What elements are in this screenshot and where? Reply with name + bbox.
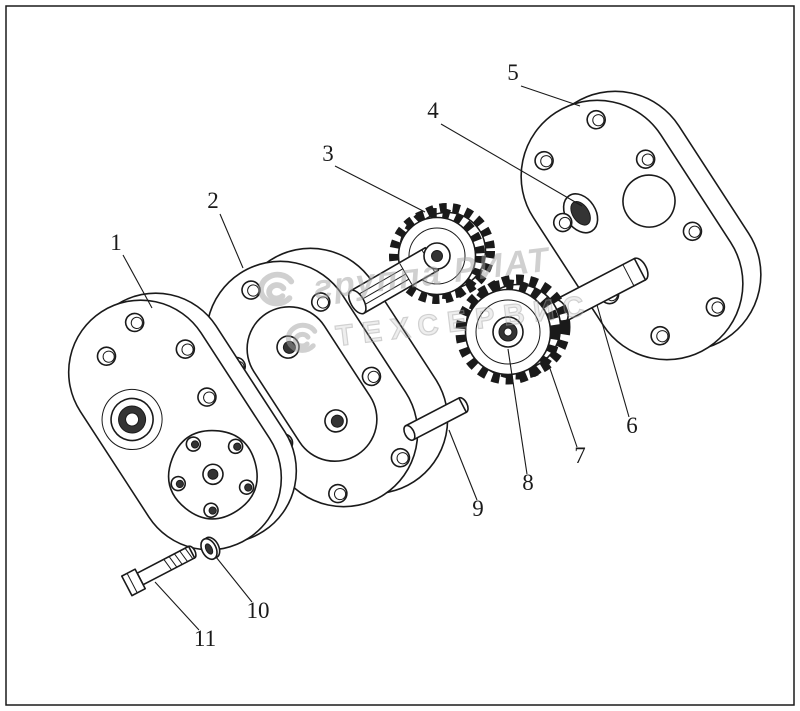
bolt-hex-head [120,568,147,597]
leader-line-5 [520,85,581,107]
leader-line-4 [440,123,583,207]
callout-6: 6 [626,413,638,438]
part-5-rear-cover-plate [520,90,762,361]
callout-8: 8 [522,470,534,495]
callout-7: 7 [574,443,586,468]
leader-line-1 [122,254,153,309]
part-3-drive-gear [347,203,495,315]
leader-lines [122,85,630,631]
leader-line-6 [596,304,630,418]
callout-3: 3 [322,141,334,166]
leader-line-11 [154,581,200,631]
rear-cover-front-face [520,99,744,361]
leader-line-8 [507,348,528,475]
leader-line-2 [219,213,244,269]
part-2-pump-body [205,247,449,508]
part-1-front-cover-plate [67,292,298,551]
part-7-driven-gear [455,274,571,385]
callout-4: 4 [427,98,439,123]
gear-teeth [455,279,561,385]
part-10-washer [200,536,221,561]
leader-line-9 [448,429,478,501]
leader-line-10 [215,556,253,603]
gear-teeth [389,208,485,304]
bolt-shank [136,545,196,586]
border-frame [5,5,795,706]
callout-5: 5 [507,60,519,85]
part-9-pin [403,396,469,442]
callout-9: 9 [472,496,484,521]
callout-1: 1 [110,230,122,255]
part-11-bolt [120,545,197,597]
callouts: 1 2 3 4 5 6 7 8 9 10 11 [110,60,638,651]
callout-10: 10 [247,598,270,623]
bearing-slot-bore [570,201,591,226]
leader-line-3 [334,165,426,213]
callout-2: 2 [207,188,219,213]
callout-11: 11 [194,626,216,651]
port-hole [622,174,676,228]
leader-line-7 [545,356,578,448]
